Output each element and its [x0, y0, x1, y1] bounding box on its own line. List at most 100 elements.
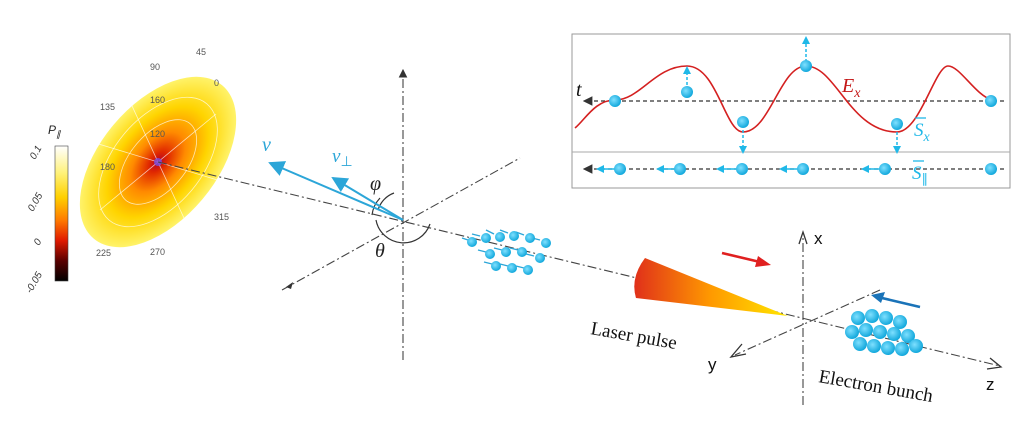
colorbar-tick-label: -0.05 [24, 270, 45, 296]
polar-radial-label: 160 [150, 95, 165, 105]
electron [853, 337, 867, 351]
electron-bunch: Electron bunch [817, 292, 935, 407]
scattered-electrons [461, 229, 551, 275]
electron [879, 311, 893, 325]
velocity-vperp-label: v⊥ [332, 146, 353, 170]
sx-label: Sx [914, 120, 931, 145]
polar-grid-ring [98, 96, 218, 228]
polar-angle-label: 0 [214, 78, 219, 88]
polar-angle-label: 270 [150, 247, 165, 257]
electron [517, 247, 527, 257]
polar-angle-label: 315 [214, 212, 229, 222]
inset-electron [891, 118, 903, 130]
electron [523, 265, 533, 275]
electron [541, 238, 551, 248]
laser-direction-arrow [721, 251, 761, 264]
polar-angle-label: 45 [196, 47, 206, 57]
inset-electron [681, 86, 693, 98]
laser-label: Laser pulse [589, 318, 678, 354]
electron [851, 311, 865, 325]
electron [845, 325, 859, 339]
polar-angle-label: 135 [100, 102, 115, 112]
theta-angle-arc [375, 219, 431, 244]
inset-electron [614, 163, 626, 175]
colorbar: P∥ 0.1 0.05 0 -0.05 [24, 123, 69, 296]
inset-electron [674, 163, 686, 175]
colorbar-tick-label: 0.05 [26, 191, 45, 214]
electron [873, 325, 887, 339]
colorbar-title: P∥ [48, 123, 62, 139]
inset-electron [800, 60, 812, 72]
inset-electron [737, 116, 749, 128]
y-axis-arrowhead [729, 343, 747, 359]
x-axis-arrowhead [798, 229, 808, 245]
electron [859, 323, 873, 337]
electron [485, 249, 495, 259]
left-diagonal-axis [281, 157, 521, 291]
velocity-v-arrow [268, 161, 404, 221]
electron [491, 261, 501, 271]
electron [881, 341, 895, 355]
inset-electron [609, 95, 621, 107]
electron [525, 233, 535, 243]
colorbar-gradient [54, 145, 69, 282]
electron [509, 231, 519, 241]
polar-angle-label: 90 [150, 62, 160, 72]
inset-electron [879, 163, 891, 175]
phi-upper-arc [371, 197, 381, 216]
left-axis-heads [286, 282, 293, 289]
electron [901, 329, 915, 343]
electron [909, 339, 923, 353]
y-axis [734, 289, 881, 356]
electron [887, 327, 901, 341]
laser-arrowhead [755, 256, 771, 267]
polar-radial-label: 120 [150, 129, 165, 139]
electron [535, 253, 545, 263]
electron [501, 247, 511, 257]
inset-electron [736, 163, 748, 175]
ex-wave [574, 65, 993, 133]
z-axis-arrowhead [986, 357, 1003, 370]
inset-electron [985, 95, 997, 107]
electron [495, 232, 505, 242]
inset-panel: t Ex Sx [571, 33, 1011, 189]
phi-label: φ [370, 173, 381, 195]
polar-angle-labels: 90 45 0 315 270 225 180 135 160 120 [96, 47, 229, 258]
inset-electron [797, 163, 809, 175]
right-axes [734, 238, 881, 405]
electron [867, 339, 881, 353]
ex-label: Ex [841, 75, 861, 101]
polar-angle-label: 225 [96, 248, 111, 258]
y-axis-label: y [708, 355, 717, 374]
polar-plot: 90 45 0 315 270 225 180 135 160 120 [79, 47, 237, 258]
colorbar-tick-label: 0 [32, 237, 45, 248]
polar-angle-label: 180 [100, 162, 115, 172]
electron [507, 263, 517, 273]
electron-bunch-label: Electron bunch [817, 366, 935, 407]
velocity-vperp-arrow [331, 176, 404, 221]
bunch-direction-arrow [881, 296, 921, 309]
electron [895, 342, 909, 356]
bunch-arrowhead [871, 292, 885, 303]
electron [865, 309, 879, 323]
electron [481, 233, 491, 243]
colorbar-tick-label: 0.1 [28, 144, 44, 162]
electron [893, 315, 907, 329]
right-axis-heads: x y z [708, 229, 1003, 394]
inset-t-label: t [576, 79, 582, 101]
electron [467, 237, 477, 247]
theta-label: θ [375, 240, 385, 262]
axis-arrowhead [286, 282, 293, 289]
x-axis-label: x [814, 229, 823, 248]
beam-axis-line [157, 161, 1001, 367]
inset-frame [571, 33, 1011, 189]
laser-cone [634, 258, 788, 316]
polar-grid-ring [118, 119, 198, 205]
velocity-vectors: v v⊥ φ θ [262, 134, 404, 262]
z-axis-label: z [986, 375, 995, 394]
inset-electron [985, 163, 997, 175]
spar-label: S∥ [912, 163, 928, 186]
velocity-v-label: v [262, 134, 271, 156]
laser-pulse: Laser pulse [589, 251, 788, 354]
